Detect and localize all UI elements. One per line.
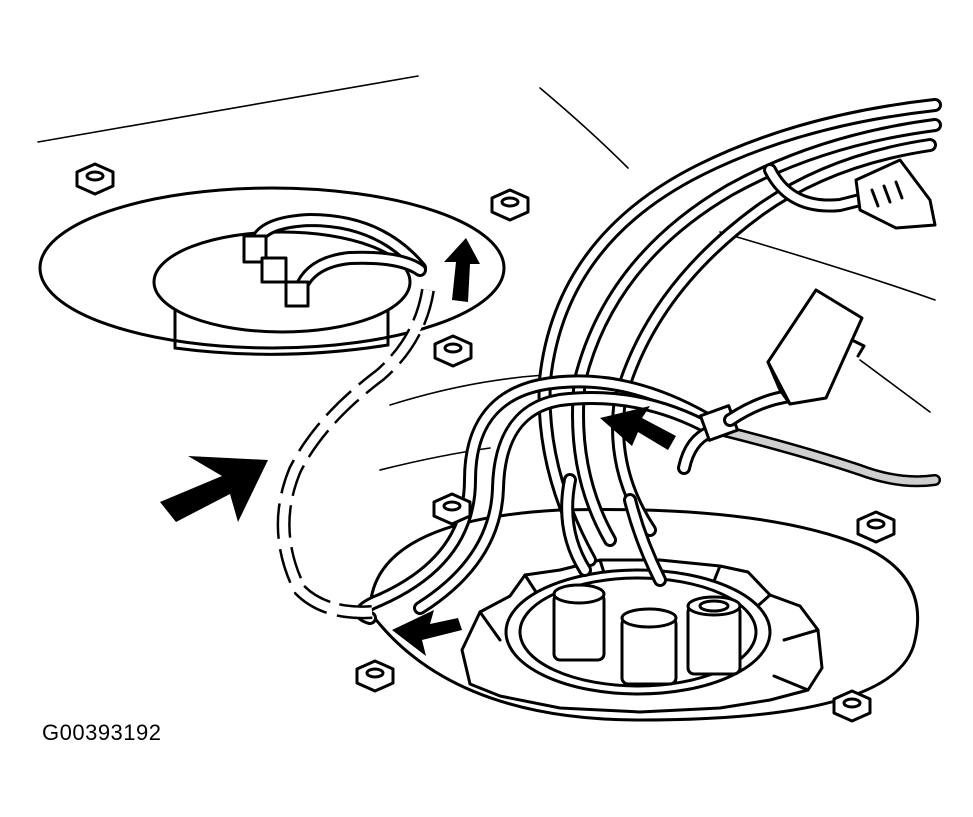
sender-connector-1 xyxy=(242,234,268,264)
right-arrow-icon xyxy=(160,456,268,522)
mounting-nut xyxy=(432,492,472,526)
mounting-nut xyxy=(75,162,115,196)
fuel-line-fitting-3 xyxy=(686,595,742,676)
pump-wiring-harness xyxy=(355,374,941,625)
fuel-hose-bundle xyxy=(537,98,942,587)
upper-harness-connector xyxy=(763,158,937,230)
sender-connector-3 xyxy=(284,280,310,308)
mounting-nut xyxy=(856,510,896,544)
mounting-nut xyxy=(355,659,395,693)
mounting-nut xyxy=(490,188,530,222)
pump-electrical-connector xyxy=(766,288,866,406)
direction-arrows xyxy=(160,238,676,656)
mounting-nut xyxy=(832,689,872,723)
up-arrow-icon xyxy=(444,238,480,302)
tank-surface-lines xyxy=(37,75,936,471)
mounting-nuts xyxy=(75,162,896,723)
wire-routing-path xyxy=(276,288,435,620)
fuel-line-fitting-2 xyxy=(620,607,678,686)
fuel-line-fitting-1 xyxy=(552,583,606,662)
left-arrow-icon-lower xyxy=(392,610,462,656)
figure-code: G00393192 xyxy=(42,720,162,745)
lower-access-opening xyxy=(368,507,920,722)
upper-access-opening xyxy=(38,186,506,356)
left-arrow-icon-upper xyxy=(600,406,676,450)
mounting-nut xyxy=(433,334,473,368)
sender-connector-2 xyxy=(260,256,288,284)
